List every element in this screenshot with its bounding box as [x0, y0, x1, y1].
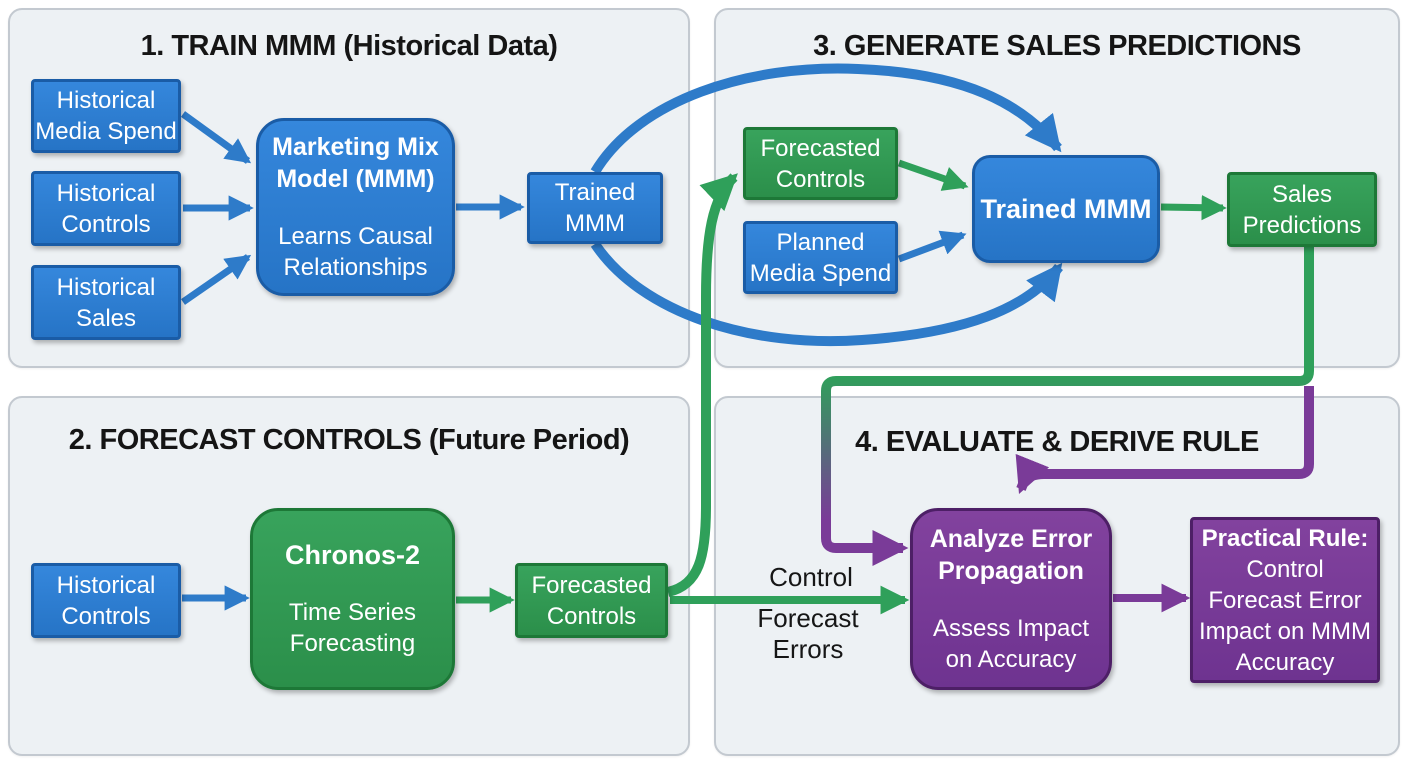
edge-trainedmmm-salespredictions: [1160, 195, 1227, 221]
node-title: Marketing Mix Model (MMM): [272, 133, 439, 193]
node-title: Analyze Error Propagation: [929, 525, 1093, 585]
edge-sales-mmm: [181, 254, 252, 305]
panel-title-generate-sales: 3. GENERATE SALES PREDICTIONS: [813, 30, 1301, 62]
node-subtitle: Learns Causal Relationships: [278, 223, 433, 281]
node-title: Practical Rule:: [1201, 524, 1369, 552]
label-forecast-errors: Forecast Errors: [757, 603, 859, 664]
panel-title-evaluate-rule: 4. EVALUATE & DERIVE RULE: [855, 426, 1259, 458]
node-label: Historical Sales: [56, 273, 156, 332]
node-subtitle: Time Series Forecasting: [288, 599, 417, 657]
node-label: Trained MMM: [980, 193, 1152, 224]
edge-forecastedcontrols-curve: [666, 173, 738, 597]
node-label: Sales Predictions: [1242, 180, 1362, 239]
panel-title-forecast-controls: 2. FORECAST CONTROLS (Future Period): [68, 424, 630, 456]
node-practical-rule: Practical Rule: Control Forecast Error I…: [1190, 517, 1380, 683]
node-subtitle: Control Forecast Error Impact on MMM Acc…: [1198, 555, 1372, 676]
node-analyze-error-propagation: Analyze Error Propagation Assess Impact …: [910, 508, 1112, 690]
node-historical-sales: Historical Sales: [31, 265, 181, 340]
node-label: Forecasted Controls: [531, 571, 652, 630]
node-label: Historical Media Spend: [35, 87, 177, 145]
node-sales-predictions: Sales Predictions: [1227, 172, 1377, 247]
edge-plannedspend-trainedmmm: [897, 230, 967, 263]
edge-trainedmmm-curve-bottom: [590, 241, 1063, 347]
node-historical-media-spend: Historical Media Spend: [31, 79, 181, 153]
node-title: Chronos-2: [285, 540, 420, 570]
node-marketing-mix-model: Marketing Mix Model (MMM) Learns Causal …: [256, 118, 455, 296]
label-control: Control: [769, 562, 853, 592]
node-label: Historical Controls: [56, 571, 156, 630]
edge-salespredictions-analyze-left: [821, 247, 1314, 566]
node-label: Planned Media Spend: [749, 228, 892, 287]
node-label: Trained MMM: [554, 179, 636, 237]
node-planned-media-spend: Planned Media Spend: [743, 221, 898, 294]
node-label: Historical Controls: [56, 179, 156, 238]
node-subtitle: Assess Impact on Accuracy: [932, 615, 1090, 673]
node-label: Forecasted Controls: [760, 134, 881, 193]
edge-salespredictions-analyze-top: [1015, 386, 1314, 495]
edge-mediaspend-mmm: [180, 111, 252, 164]
node-historical-controls-forecast: Historical Controls: [31, 563, 181, 638]
node-chronos-2: Chronos-2 Time Series Forecasting: [250, 508, 455, 690]
node-forecasted-controls-generate: Forecasted Controls: [743, 127, 898, 200]
edge-trainedmmm-curve-top: [590, 63, 1062, 175]
edge-forecastedcontrols-trainedmmm: [897, 159, 969, 191]
node-forecasted-controls-forecast: Forecasted Controls: [515, 563, 668, 638]
node-trained-mmm-generate: Trained MMM: [972, 155, 1160, 263]
node-historical-controls-train: Historical Controls: [31, 171, 181, 246]
panel-title-train-mmm: 1. TRAIN MMM (Historical Data): [140, 30, 558, 62]
node-trained-mmm-train: Trained MMM: [527, 172, 663, 244]
